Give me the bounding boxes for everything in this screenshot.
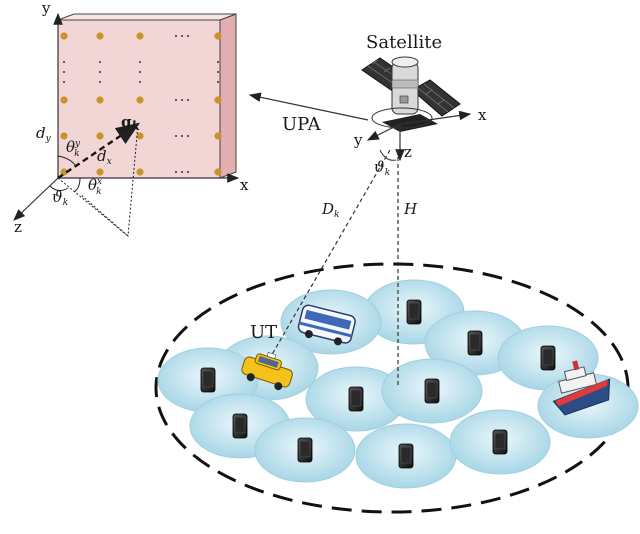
upa-zoom-arrow [248,92,369,121]
ellipsis-dot [181,35,183,37]
phone-icon [297,437,313,463]
ground-projection-line [57,177,129,237]
gk-vector [57,122,140,179]
antenna-element [136,32,144,40]
ellipsis-dot [63,71,65,73]
taxi-icon [241,352,293,391]
vartheta-arc [49,185,69,192]
sat-axis-x-label: x [478,106,487,124]
ellipsis-dot [181,171,183,173]
sat-axis-y-label: y [353,131,363,149]
ellipsis-dot [99,71,101,73]
phone-icon [398,443,414,469]
phone-icon [492,429,508,455]
antenna-element [96,96,104,104]
phone-icon [348,386,364,412]
solar-panel-right [411,79,461,117]
h-label: H [403,200,418,218]
gk-geometry [49,122,140,238]
sat-vartheta-label: ϑk [374,158,390,178]
antenna-element [60,96,68,104]
antenna-element [214,32,222,40]
satellite-port [399,95,409,104]
phone-icon [406,299,422,325]
antenna-element [214,96,222,104]
ellipsis-dot [175,135,177,137]
theta-y-arc [57,155,77,167]
sat-axis-z-label: z [404,143,412,161]
antenna-element [60,132,68,140]
phone-icon [467,330,483,356]
dy-label: dy [36,124,52,144]
antenna-element [96,32,104,40]
ut-label: UT [250,322,277,343]
ellipsis-dot [187,35,189,37]
satellite-band [391,79,419,89]
phone-icon [424,378,440,404]
satellite-orbit-ring [371,107,433,129]
antenna-element [136,96,144,104]
panel-side [219,13,237,179]
satellite-label: Satellite [366,32,442,53]
satellite-axes [366,110,472,162]
antenna-ellipsis [63,35,219,173]
antenna-element [214,132,222,140]
gk-label: gk [121,113,140,133]
antenna-elements [60,32,222,176]
upa-axis-y-label: y [41,0,51,17]
ellipsis-dot [99,61,101,63]
ellipsis-dot [181,135,183,137]
upa-axis-z-label: z [14,218,22,236]
slant-range-line [269,149,391,359]
upa-label: UPA [282,114,322,135]
vartheta-label: ϑk [52,188,68,208]
antenna-element [96,132,104,140]
dk-label: Dk [321,200,340,220]
upa-axes [13,12,240,221]
ellipsis-dot [139,71,141,73]
satellite-top [391,56,419,68]
ellipsis-dot [217,61,219,63]
upa-panel [57,13,237,179]
phone-icon [200,367,216,393]
ellipsis-dot [181,99,183,101]
antenna-element [214,168,222,176]
ellipsis-dot [217,81,219,83]
ellipsis-dot [63,81,65,83]
phone-icon [540,345,556,371]
ellipsis-dot [139,61,141,63]
ellipsis-dot [99,81,101,83]
ellipsis-dot [175,99,177,101]
theta-x-arc [73,177,81,193]
projection-lines [79,123,139,238]
sat-vartheta-arc [379,149,397,161]
ellipsis-dot [63,61,65,63]
ellipsis-dot [187,99,189,101]
ellipsis-dot [187,171,189,173]
ellipsis-dot [175,171,177,173]
panel-top [57,13,237,21]
antenna-element [136,168,144,176]
ellipsis-dot [139,81,141,83]
ship-icon [552,360,611,416]
ellipsis-dot [187,135,189,137]
ellipsis-dot [217,71,219,73]
dx-label: dx [97,147,112,167]
ellipsis-dot [175,35,177,37]
bus-icon [297,304,356,346]
phone-icon [232,413,248,439]
antenna-element [60,32,68,40]
satellite [361,56,461,132]
upa-axis-x-label: x [240,176,249,194]
antenna-element [96,168,104,176]
